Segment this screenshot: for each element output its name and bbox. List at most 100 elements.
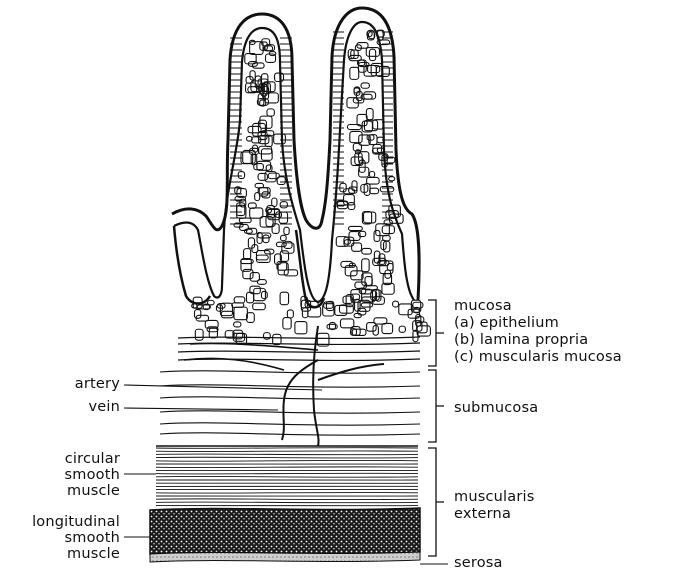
connective-tissue-cell xyxy=(362,248,372,254)
circular-muscle-fiber xyxy=(156,499,418,500)
label-longitudinal-line-3: muscle xyxy=(67,546,120,562)
connective-tissue-cell xyxy=(393,301,399,307)
connective-tissue-cell xyxy=(276,242,286,246)
connective-tissue-cell xyxy=(352,243,362,251)
circular-muscle-fiber xyxy=(156,460,418,461)
circular-muscle-layer xyxy=(156,448,418,506)
label-serosa: serosa xyxy=(454,555,503,571)
connective-tissue-cell xyxy=(370,188,379,194)
connective-tissue-cell xyxy=(362,259,369,272)
submucosa-fiber xyxy=(160,411,420,413)
connective-tissue-cell xyxy=(283,318,291,329)
circular-muscle-fiber xyxy=(156,476,418,477)
connective-tissue-cell xyxy=(273,334,281,344)
connective-tissue-cell xyxy=(272,198,277,206)
label-circular-line-2: smooth xyxy=(65,467,121,483)
connective-tissue-cell xyxy=(361,83,369,88)
label-muscularis-mucosa: (c) muscularis mucosa xyxy=(454,349,622,365)
crypt-middle-outline xyxy=(296,230,324,307)
connective-tissue-cell xyxy=(267,109,274,116)
label-submucosa: submucosa xyxy=(454,400,538,416)
submucosa-tissue xyxy=(160,371,420,435)
connective-tissue-cell xyxy=(348,226,362,230)
connective-tissue-cell xyxy=(385,270,391,278)
connective-tissue-cell xyxy=(253,303,266,310)
connective-tissue-cell xyxy=(389,177,395,181)
label-epithelium: (a) epithelium xyxy=(454,315,559,331)
label-muscularis-line-2: externa xyxy=(454,506,511,522)
label-lamina-propria: (b) lamina propria xyxy=(454,332,588,348)
bracket-muscularis-externa xyxy=(428,448,444,556)
label-vein: vein xyxy=(88,399,120,415)
connective-tissue-cell xyxy=(238,172,244,179)
connective-tissue-cell xyxy=(382,226,394,234)
connective-tissue-cell xyxy=(245,54,256,64)
connective-tissue-cell xyxy=(259,146,272,154)
connective-tissue-cell xyxy=(399,326,405,332)
circular-muscle-fiber xyxy=(156,454,418,455)
circular-muscle-fiber xyxy=(156,451,418,452)
vessel-branches xyxy=(184,343,318,370)
connective-tissue-cell xyxy=(341,261,353,267)
connective-tissue-cell xyxy=(369,49,375,60)
connective-tissue-cell xyxy=(387,263,393,270)
connective-tissue-cell xyxy=(195,310,201,319)
connective-tissue-cell xyxy=(348,203,355,210)
connective-tissue-cell xyxy=(295,322,307,334)
submucosa-fiber xyxy=(160,433,420,435)
muscularis-mucosa-fiber xyxy=(178,351,420,352)
label-artery: artery xyxy=(75,376,120,392)
connective-tissue-cell xyxy=(280,235,286,240)
connective-tissue-cell xyxy=(302,308,308,318)
label-longitudinal-line-2: smooth xyxy=(65,530,121,546)
circular-muscle-fiber xyxy=(156,448,418,449)
connective-tissue-cell xyxy=(261,291,267,298)
bracket-submucosa xyxy=(428,370,444,442)
connective-tissue-cell xyxy=(384,241,390,252)
label-circular-line-1: circular xyxy=(65,451,120,467)
connective-tissue-cell xyxy=(364,92,376,99)
connective-tissue-cell xyxy=(234,297,245,303)
submucosa-fiber xyxy=(160,397,420,399)
connective-tissue-cell xyxy=(361,303,372,307)
circular-muscle-fiber xyxy=(156,473,418,474)
connective-tissue-cell xyxy=(364,212,376,223)
connective-tissue-cell xyxy=(284,227,289,235)
connective-tissue-cell xyxy=(258,173,267,180)
label-muscularis-line-1: muscularis xyxy=(454,489,535,505)
connective-tissue-cell xyxy=(280,202,287,208)
connective-tissue-cell xyxy=(244,249,251,260)
serosa-layer xyxy=(150,552,420,562)
connective-tissue-cell xyxy=(255,193,260,201)
layer-brackets xyxy=(428,300,444,556)
connective-tissue-cell xyxy=(350,131,362,142)
connective-tissue-cell xyxy=(274,134,286,144)
submucosa-fiber xyxy=(160,371,420,373)
circular-muscle-fiber xyxy=(156,467,418,468)
connective-tissue-cell xyxy=(195,329,203,340)
connective-tissue-cell xyxy=(253,123,266,136)
label-circular-line-3: muscle xyxy=(67,483,120,499)
connective-tissue-cell xyxy=(335,305,347,315)
connective-tissue-cell xyxy=(234,307,247,320)
connective-tissue-cell xyxy=(382,323,393,333)
connective-tissue-cell xyxy=(262,192,270,198)
leader-artery xyxy=(124,385,322,390)
connective-tissue-cell xyxy=(237,203,245,216)
connective-tissue-cell xyxy=(350,67,359,79)
connective-tissue-cell xyxy=(256,255,268,260)
connective-tissue-cell xyxy=(280,292,288,305)
connective-tissue-cell xyxy=(255,183,264,187)
submucosa-fiber xyxy=(160,423,420,425)
connective-tissue-cell xyxy=(344,240,350,245)
connective-tissue-cell xyxy=(209,328,217,338)
label-longitudinal-line-1: longitudinal xyxy=(32,514,120,530)
connective-tissue-cell xyxy=(369,171,374,177)
circular-muscle-fiber xyxy=(156,457,418,458)
circular-muscle-fiber xyxy=(156,492,418,493)
connective-tissue-cell xyxy=(287,310,293,318)
longitudinal-muscle-layer xyxy=(150,508,420,554)
leader-vein xyxy=(124,408,278,410)
connective-tissue-cell xyxy=(261,149,272,160)
